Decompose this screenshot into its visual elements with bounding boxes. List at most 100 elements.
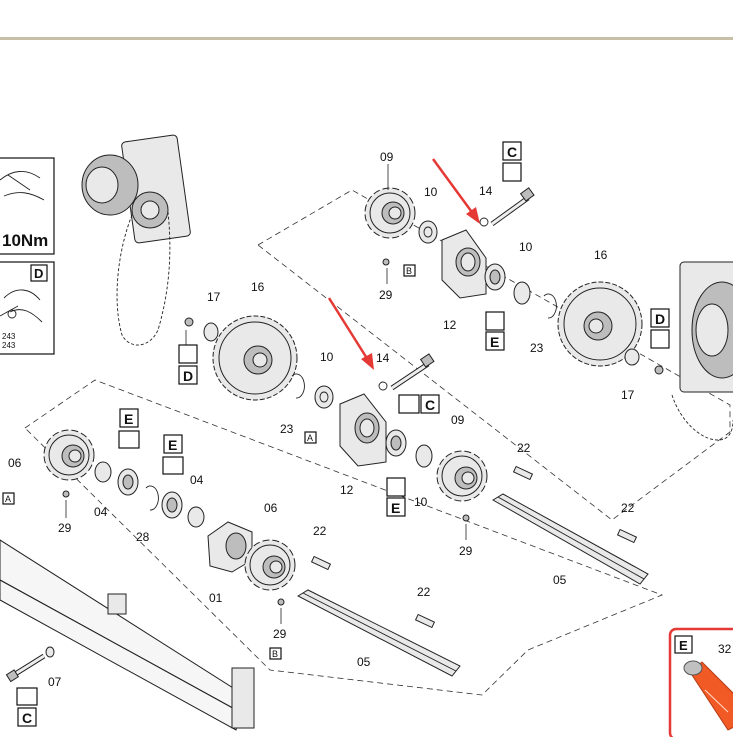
label-23-mid: 23	[280, 422, 294, 436]
letter-c-lower: C	[22, 710, 32, 726]
oring-14-upper	[479, 217, 489, 227]
washer-04-b	[187, 506, 205, 528]
label-04-right: 04	[190, 473, 204, 487]
label-01: 01	[209, 591, 223, 605]
washer-04-a	[94, 461, 112, 483]
letter-d-right: D	[655, 311, 665, 327]
label-14-mid: 14	[376, 351, 390, 365]
label-04-left: 04	[94, 505, 108, 519]
washer-17-left	[203, 322, 219, 342]
label-16-left: 16	[251, 280, 265, 294]
oring-14-mid	[378, 381, 388, 391]
label-22-lower-a: 22	[313, 524, 327, 538]
letter-e-top: E	[490, 334, 499, 350]
label-22-upper-b: 22	[621, 501, 635, 515]
right-motor-assembly	[671, 261, 733, 441]
red-arrow-middle	[327, 297, 374, 370]
letter-e-lower-b: E	[168, 437, 177, 453]
washer-10-upper	[418, 220, 438, 244]
label-09-top: 09	[380, 150, 394, 164]
bearing-03-b	[161, 491, 183, 519]
key-22-lower-b	[414, 613, 436, 629]
washer-10-upper-b	[513, 281, 531, 305]
label-05-lower: 05	[357, 655, 371, 669]
label-29-left: 29	[58, 521, 72, 535]
sprocket-09-mid	[436, 450, 488, 502]
sprocket-06-left	[43, 429, 95, 481]
sprocket-06-mid	[244, 539, 296, 591]
adhesive-code-2: 243	[2, 341, 16, 350]
bearing-housing-12-upper	[441, 229, 487, 299]
torque-inset: 10Nm	[0, 157, 55, 255]
nipple-29-left	[62, 490, 70, 498]
key-22-upper-b	[616, 528, 638, 544]
label-07: 07	[48, 675, 62, 689]
bolt-31-lower	[5, 653, 46, 683]
label-29-mid: 29	[459, 544, 473, 558]
label-06-left: 06	[8, 456, 22, 470]
bearing-03-a	[117, 468, 139, 496]
shaft-05-lower	[296, 589, 461, 677]
letter-c-top: C	[507, 144, 517, 160]
shaft-05-upper	[492, 493, 649, 585]
leader-lines	[65, 164, 467, 624]
letter-callouts: C B E D D C A E E E	[2, 141, 670, 727]
label-22-upper-a: 22	[517, 441, 531, 455]
letter-e-lower-a: E	[124, 411, 133, 427]
red-arrow-upper	[431, 158, 480, 224]
upper-sprocket-09	[364, 187, 416, 239]
label-17-left: 17	[207, 290, 221, 304]
label-10-right: 10	[519, 240, 533, 254]
label-22-lower-b: 22	[417, 585, 431, 599]
letter-d-inset: D	[34, 266, 43, 281]
sprocket-16-right	[557, 281, 643, 367]
adhesive-inset: D 243 243	[0, 261, 55, 355]
bearing-11-upper	[484, 263, 506, 291]
upper-assembly-frame	[257, 189, 731, 521]
frame-rail	[0, 539, 255, 731]
bearing-block-01	[207, 521, 253, 573]
circlip-23-upper	[543, 293, 557, 319]
label-28: 28	[136, 530, 150, 544]
torque-value-text: 10Nm	[2, 231, 48, 250]
label-16-right: 16	[594, 248, 608, 262]
circlip-28	[145, 485, 159, 511]
label-14-top: 14	[479, 184, 493, 198]
letter-c-mid: C	[425, 397, 435, 413]
label-23-top: 23	[530, 341, 544, 355]
bearing-housing-12-mid	[339, 393, 387, 467]
letter-e-detail: E	[679, 638, 688, 653]
label-10-mid: 10	[320, 350, 334, 364]
label-12-mid: 12	[340, 483, 354, 497]
circlip-23-mid	[291, 373, 305, 399]
label-17-right: 17	[621, 388, 635, 402]
label-29-top: 29	[379, 288, 393, 302]
bolt-31-mid	[390, 353, 435, 391]
nipple-29-upper	[382, 258, 390, 266]
washer-10-mid	[314, 385, 334, 409]
label-10-mid-b: 10	[414, 495, 428, 509]
label-06-mid: 06	[264, 501, 278, 515]
letter-d-left: D	[183, 368, 193, 384]
letter-a-left: A	[5, 494, 11, 504]
key-22-lower-a	[310, 555, 332, 571]
sprocket-16-left	[212, 315, 298, 401]
washer-07	[45, 646, 55, 658]
label-05-upper: 05	[553, 573, 567, 587]
nipple-29-lower	[277, 598, 285, 606]
adhesive-code-1: 243	[2, 332, 16, 341]
top-rule	[0, 37, 733, 40]
label-12-top: 12	[443, 318, 457, 332]
letter-e-mid: E	[391, 500, 400, 516]
bolt-31-upper	[490, 187, 535, 227]
screw-27-left	[184, 317, 194, 327]
lower-assembly-frame	[24, 379, 664, 696]
bearing-11-mid	[385, 429, 407, 457]
letter-a-mid: A	[307, 433, 313, 443]
detail-e-panel: E 32	[668, 627, 733, 741]
letter-b-top: B	[406, 266, 412, 276]
screw-27-right	[654, 365, 664, 375]
washer-10-mid-b	[415, 444, 433, 468]
label-29-lower: 29	[273, 627, 287, 641]
